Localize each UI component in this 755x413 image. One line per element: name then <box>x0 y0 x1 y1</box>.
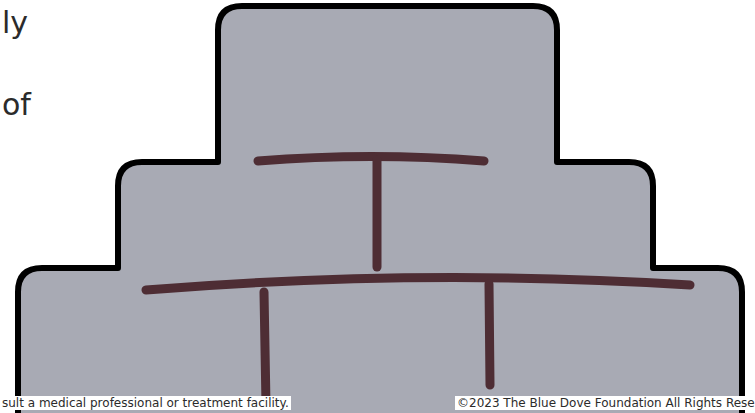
joint-line <box>373 160 382 267</box>
joint-line <box>258 157 484 162</box>
cut-off-text: of <box>2 88 31 122</box>
joint-line <box>146 278 690 290</box>
cut-off-text: ly <box>2 6 28 40</box>
footer-note: ©2023 The Blue Dove Foundation All Right… <box>455 396 755 410</box>
footer-note: sult a medical professional or treatment… <box>0 396 291 410</box>
joint-line <box>264 292 266 405</box>
brick-joints <box>146 157 690 406</box>
joint-line <box>489 284 490 385</box>
pyramid-outline <box>18 6 742 413</box>
